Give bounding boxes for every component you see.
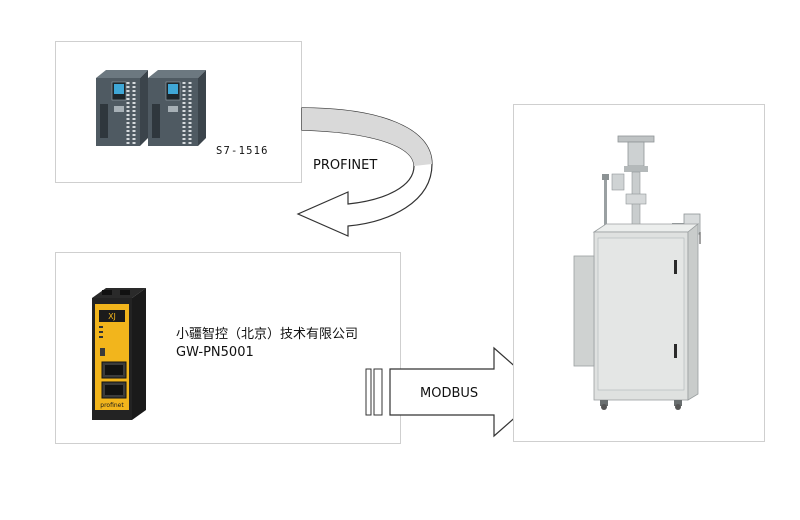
gateway-company-label: 小疆智控（北京）技术有限公司 bbox=[176, 327, 359, 342]
cabinet bbox=[573, 223, 700, 410]
plc-model-label: S7-1516 bbox=[216, 145, 269, 157]
gateway-model-label: GW-PN5001 bbox=[176, 345, 254, 360]
gateway-brand-mark: XJ bbox=[108, 312, 116, 321]
modbus-label: MODBUS bbox=[420, 386, 479, 401]
profinet-label: PROFINET bbox=[313, 158, 378, 173]
gateway-device-illustration: XJ profinet bbox=[92, 288, 146, 420]
gateway-front-logo: profinet bbox=[100, 402, 124, 409]
profinet-curved-arrow bbox=[296, 107, 433, 237]
plc-unit-1 bbox=[96, 70, 148, 146]
plc-devices-illustration bbox=[96, 70, 206, 146]
plc-unit-2 bbox=[148, 70, 206, 146]
modbus-arrow bbox=[365, 346, 545, 438]
sampling-head bbox=[602, 135, 655, 233]
monitoring-station-illustration bbox=[573, 135, 701, 410]
